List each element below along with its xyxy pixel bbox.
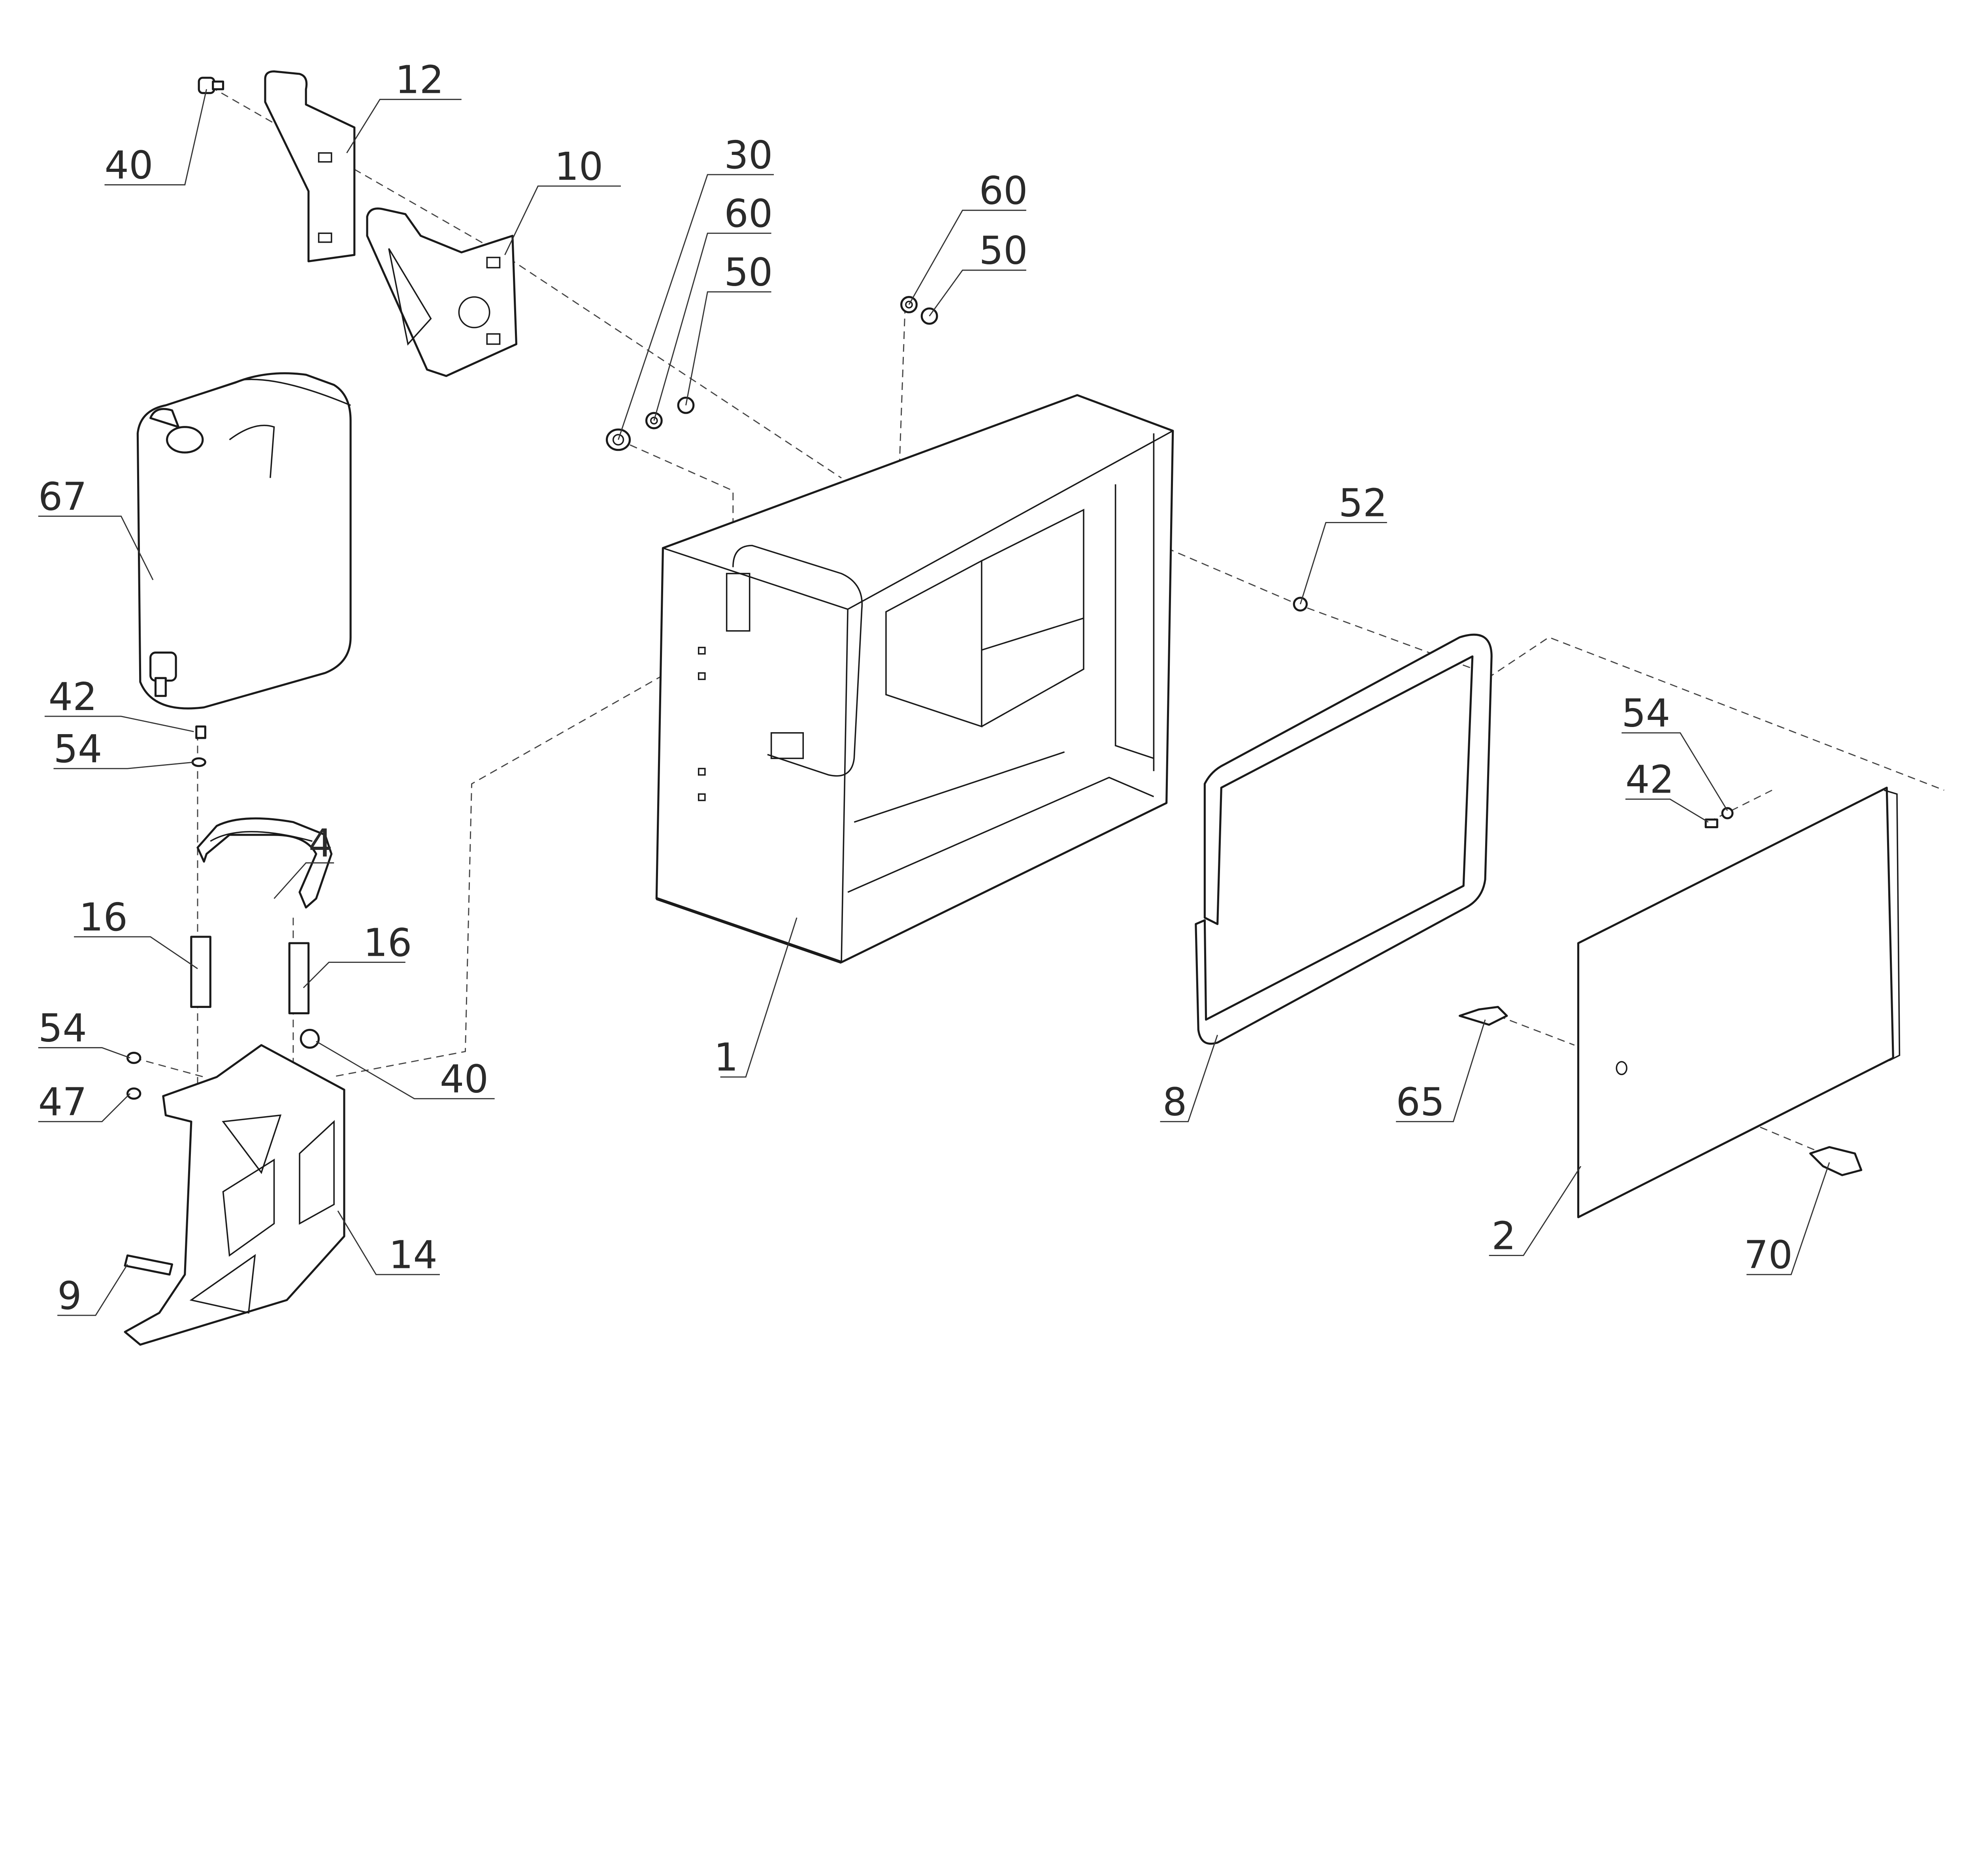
part-40-screw [198,77,224,94]
callout-60: 60 [724,191,773,236]
callout-50: 50 [724,250,773,295]
part-4-handle [196,817,333,909]
callout-60: 60 [979,168,1028,213]
callout-labels: 40 12 10 30 60 50 60 50 67 42 54 4 16 16… [38,57,1793,1318]
part-30-60-50-fasteners [605,296,938,451]
callout-40: 40 [105,143,153,188]
callout-54: 54 [53,727,102,771]
part-67-jerrycan [136,372,352,710]
part-1-box [655,394,1174,964]
callout-42: 42 [49,674,97,719]
callout-50: 50 [979,228,1028,273]
callout-54: 54 [38,1006,87,1050]
callout-40: 40 [440,1057,488,1102]
callout-65: 65 [1396,1080,1444,1124]
part-70-knob [1809,1146,1863,1176]
callout-leaders [38,89,1830,1316]
callout-9: 9 [57,1273,82,1318]
callout-16: 16 [79,895,128,940]
callout-1: 1 [714,1035,738,1080]
part-8-seal [1195,633,1493,1045]
callout-2: 2 [1491,1213,1516,1258]
callout-16: 16 [363,920,412,965]
callout-67: 67 [38,474,87,519]
exploded-parts-diagram: 40 12 10 30 60 50 60 50 67 42 54 4 16 16… [38,57,1944,1346]
part-16-pads [190,936,310,1015]
part-10-plate [366,207,518,377]
part-65-latch [1458,1006,1508,1026]
part-14-holder [124,1044,345,1346]
callout-4: 4 [309,821,333,866]
callout-47: 47 [38,1080,87,1124]
callout-14: 14 [389,1233,437,1277]
callout-54: 54 [1622,691,1670,736]
callout-30: 30 [724,133,773,177]
callout-12: 12 [395,57,444,102]
callout-8: 8 [1163,1080,1187,1124]
part-42-54-fasteners [126,725,1734,1100]
part-12-bracket [264,70,356,262]
callout-70: 70 [1744,1233,1793,1277]
callout-10: 10 [554,144,603,189]
part-9-pin [124,1254,173,1276]
callout-42: 42 [1625,757,1674,802]
part-40-knob [300,1028,320,1049]
callout-52: 52 [1339,480,1387,525]
part-2-door [1577,786,1901,1219]
